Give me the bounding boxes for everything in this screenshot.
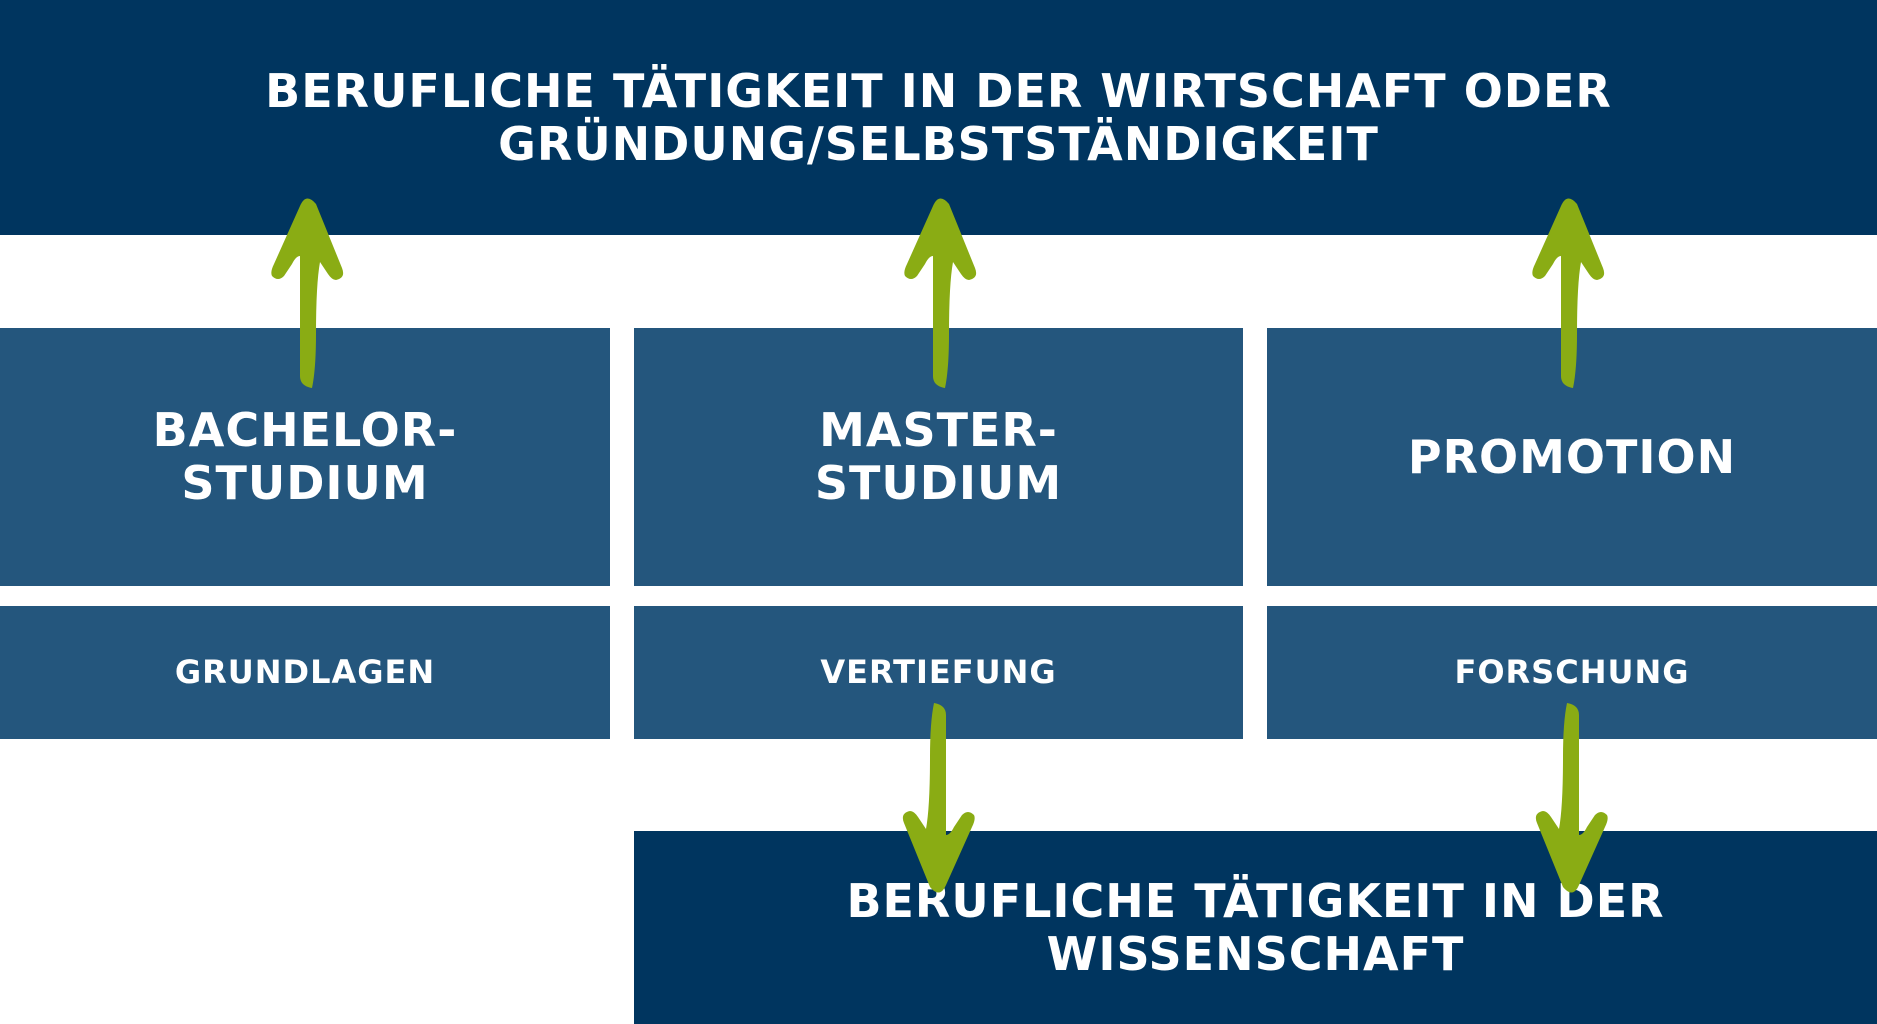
stage-master: MASTER- STUDIUM bbox=[634, 328, 1243, 586]
stage-title-line2: STUDIUM bbox=[181, 456, 429, 510]
stage-title-line1: MASTER- bbox=[819, 403, 1058, 458]
career-economy-line2: GRÜNDUNG/SELBSTSTÄNDIGKEIT bbox=[498, 116, 1379, 171]
arrow-up-icon bbox=[271, 198, 344, 388]
arrow-down-icon bbox=[1535, 703, 1608, 893]
career-economy-line1: BERUFLICHE TÄTIGKEIT IN DER WIRTSCHAFT O… bbox=[265, 63, 1612, 118]
arrow-up-icon bbox=[1532, 198, 1605, 388]
stage-title-line1: PROMOTION bbox=[1407, 429, 1737, 484]
arrow-up-icon bbox=[904, 198, 977, 388]
focus-grundlagen: GRUNDLAGEN bbox=[0, 606, 610, 739]
career-science-label: BERUFLICHE TÄTIGKEIT IN DER WISSENSCHAFT bbox=[846, 873, 1665, 981]
arrow-down-icon bbox=[902, 703, 975, 893]
stage-title-line1: BACHELOR- bbox=[152, 403, 458, 458]
career-science-box: BERUFLICHE TÄTIGKEIT IN DER WISSENSCHAFT bbox=[634, 831, 1877, 1024]
stage-title-line2: STUDIUM bbox=[814, 456, 1063, 510]
career-economy-box: BERUFLICHE TÄTIGKEIT IN DER WIRTSCHAFT O… bbox=[0, 0, 1877, 235]
